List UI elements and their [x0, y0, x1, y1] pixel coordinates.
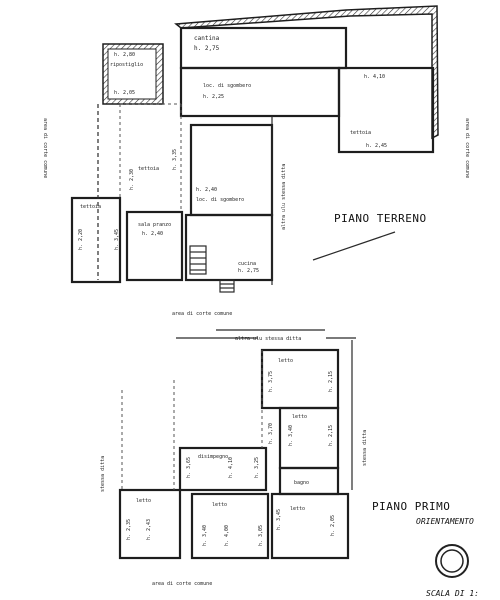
label-letto-bl-h2: h. 2,43: [146, 519, 152, 540]
room-sala-pranzo: [125, 210, 184, 282]
label-corte-left: area di corte comune: [42, 118, 48, 178]
label-tettoia-right-h1: h. 4,10: [364, 74, 385, 80]
label-letto-bl-h1: h. 2,35: [126, 519, 132, 540]
label-tettoia-right-h2: h. 2,45: [366, 143, 387, 149]
label-letto-bc: letto: [212, 502, 227, 508]
label-tettoia-far-h1: h. 2,20: [78, 229, 84, 250]
ground-floor-plan: cantina h. 2,75 h. 2,80 ripostiglio h. 2…: [42, 5, 470, 317]
label-loc-sgombero-1: loc. di sgombero: [203, 83, 251, 89]
north-mark-line: [312, 231, 396, 261]
label-corte-right: area di corte comune: [464, 118, 470, 178]
room-ripostiglio-inner: [107, 48, 157, 100]
label-ripostiglio-h1: h. 2,80: [114, 52, 135, 58]
label-tettoia-left: tettoia: [138, 166, 159, 172]
title-piano-primo: PIANO PRIMO: [372, 500, 450, 513]
label-tettoia-right: tettoia: [350, 130, 371, 136]
label-cucina: cucina: [238, 261, 256, 267]
compass-icon: [435, 544, 469, 578]
label-letto-top-h1: h. 3,75: [268, 371, 274, 392]
label-sala-pranzo: sala pranzo: [138, 222, 171, 228]
label-disimpegno-h1: h. 3,65: [186, 457, 192, 478]
label-cantina: cantina: [194, 35, 220, 42]
label-stessa-ditta-right: stessa ditta: [362, 430, 368, 466]
label-ripostiglio-h2: h. 2,05: [114, 90, 135, 96]
first-floor-plan: altra ulu stessa ditta stessa ditta stes…: [100, 329, 474, 587]
label-letto-br-h2: h. 2,05: [330, 515, 336, 536]
ground-outer-wall: [174, 5, 439, 140]
label-letto-bl: letto: [136, 498, 151, 504]
label-sala-pranzo-h: h. 2,40: [142, 231, 163, 237]
label-corte-bottom: area di corte comune: [172, 311, 232, 317]
room-tettoia-right: [337, 66, 435, 154]
label-letto-top: letto: [278, 358, 293, 364]
label-letto-bc-h3: h. 3,05: [258, 525, 264, 546]
room-letto-br: [270, 492, 350, 560]
room-letto-bl: [118, 488, 182, 560]
label-stessa-ditta-left: stessa ditta: [100, 456, 106, 492]
label-letto-mid-h2: h. 3,40: [288, 425, 294, 446]
label-scala: SCALA DI 1:: [426, 589, 479, 598]
stair-symbol: [189, 245, 235, 293]
label-letto-bc-h1: h. 3,40: [202, 525, 208, 546]
label-disimpegno-h3: h. 3,25: [254, 457, 260, 478]
label-loc-sgombero-1-h: h. 2,25: [203, 94, 224, 100]
room-loc-sgombero-1: [179, 66, 341, 118]
label-letto-br-h1: h. 3,45: [276, 509, 282, 530]
label-letto-mid-h1: h. 3,70: [268, 423, 274, 444]
label-cantina-h: h. 2,75: [194, 45, 220, 52]
label-letto-top-h2: h. 2,15: [328, 371, 334, 392]
label-cucina-h: h. 2,75: [238, 268, 259, 274]
label-loc-sgombero-2: loc. di sgombero: [196, 197, 244, 203]
label-letto-mid: letto: [292, 414, 307, 420]
label-tettoia-far-h2: h. 3,45: [114, 229, 120, 250]
label-orientamento: ORIENTAMENTO: [416, 517, 474, 526]
label-disimpegno: disimpegno: [198, 454, 228, 460]
label-ripostiglio: ripostiglio: [110, 62, 143, 68]
room-disimpegno: [178, 446, 268, 492]
label-altri-stessa-ditta-top: altra ulu stessa ditta: [235, 336, 301, 342]
label-tettoia-left-h1: h. 2,30: [129, 169, 135, 190]
label-tettoia-far: tettoia: [80, 204, 101, 210]
label-disimpegno-h2: h. 4,10: [228, 457, 234, 478]
label-tettoia-left-h2: h. 3,35: [172, 149, 178, 170]
label-letto-mid-h3: h. 2,15: [328, 425, 334, 446]
label-bagno: bagno: [294, 480, 309, 486]
label-letto-br: letto: [290, 506, 305, 512]
first-top-wall: [176, 337, 356, 490]
first-dashed-lines: [121, 350, 263, 490]
label-altra-ditta: altra ulu stessa ditta: [281, 164, 287, 230]
title-piano-terreno: PIANO TERRENO: [334, 212, 427, 225]
room-tettoia-far-left: [70, 196, 122, 284]
label-corte-first: area di corte comune: [152, 581, 212, 587]
label-loc-sgombero-2-h: h. 2,40: [196, 187, 217, 193]
tettoia-left-outline: [119, 103, 182, 280]
room-letto-bc: [190, 492, 270, 560]
label-letto-bc-h2: h. 4,00: [224, 525, 230, 546]
